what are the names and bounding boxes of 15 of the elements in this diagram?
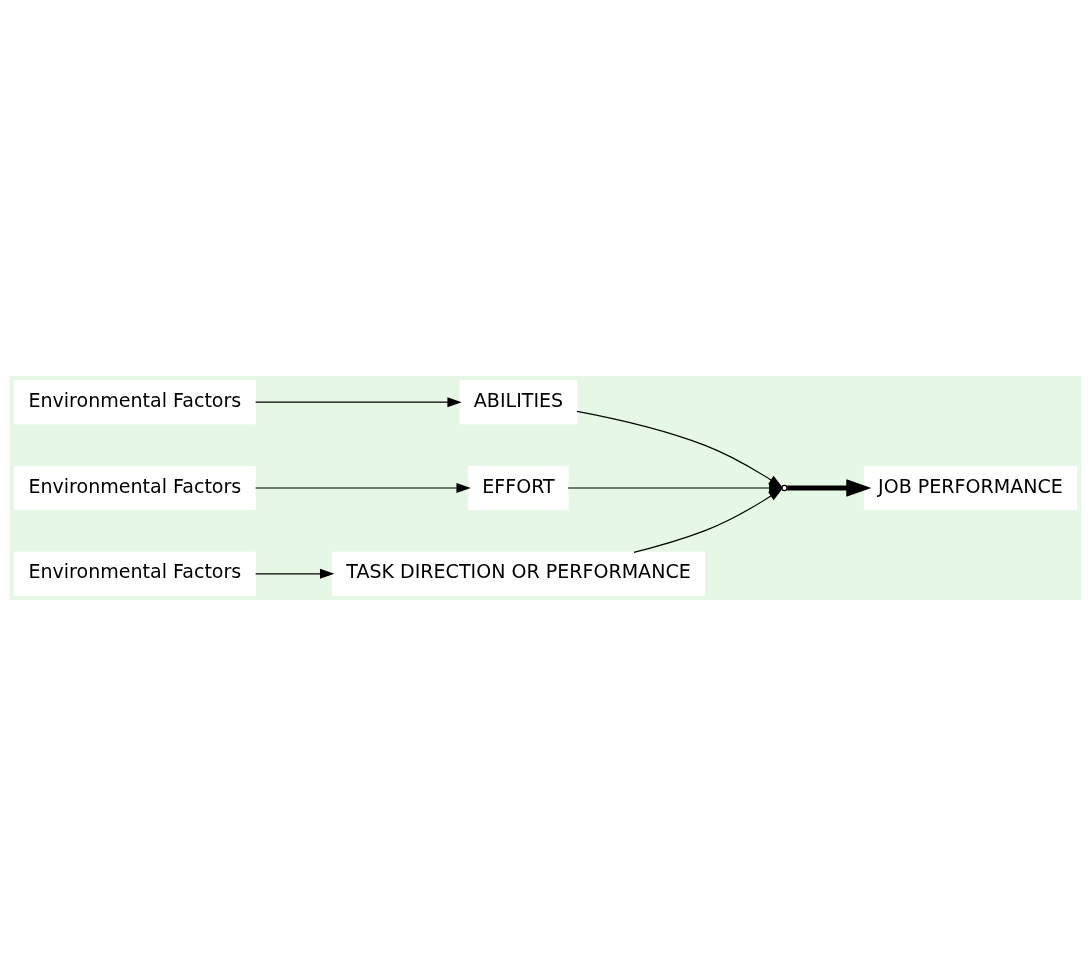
node-box: Environmental Factors [13,551,256,596]
node-box: JOB PERFORMANCE [863,465,1078,510]
node-box: Environmental Factors [13,465,256,510]
arrow [576,410,783,488]
node-box: EFFORT [468,465,569,510]
arrow [255,568,335,579]
node-box: Environmental Factors [13,379,256,424]
node-box: ABILITIES [459,379,578,424]
node-point [781,484,788,491]
arrow [567,482,784,493]
arrow [787,478,872,497]
node-box: TASK DIRECTION OR PERFORMANCE [332,551,705,596]
arrow [255,396,462,407]
arrow [633,487,783,553]
arrow [255,482,471,493]
